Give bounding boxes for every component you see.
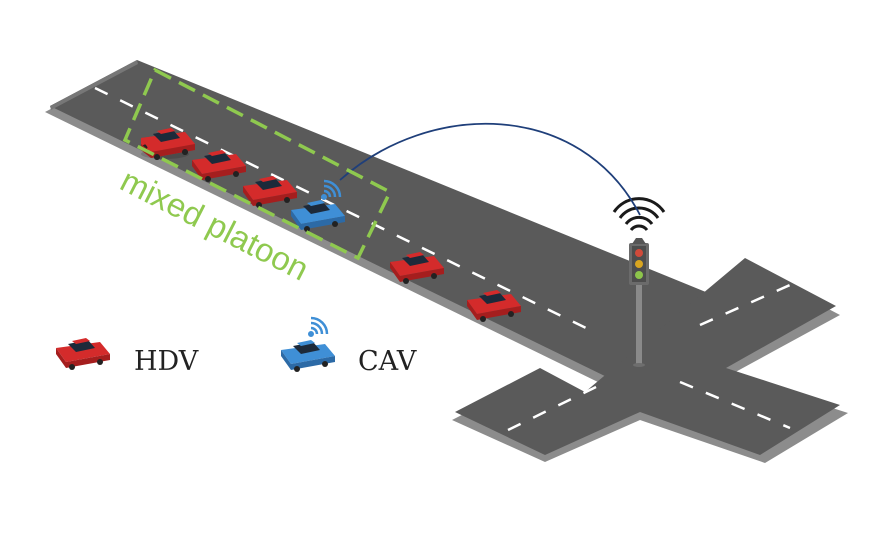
car-icon — [390, 252, 444, 284]
car-icon — [56, 338, 110, 370]
car-icon — [291, 200, 345, 232]
platoon-boundary — [122, 67, 393, 261]
car-icon — [141, 128, 195, 160]
car-icon — [281, 340, 335, 372]
cross-road — [452, 258, 848, 463]
legend-cav-label: CAV — [358, 346, 417, 377]
legend-hdv-label: HDV — [134, 346, 199, 377]
traffic-light-icon — [629, 238, 649, 367]
main-road — [45, 60, 745, 405]
communication-link — [339, 123, 641, 216]
wifi-icon — [308, 316, 329, 337]
car-icon — [467, 290, 521, 322]
lane-markings — [94, 86, 791, 432]
car-icon — [192, 150, 246, 182]
signal-waves-icon — [612, 197, 666, 232]
car-icon — [243, 176, 297, 208]
wifi-icon — [321, 179, 342, 200]
legend: HDV CAV — [56, 316, 417, 377]
